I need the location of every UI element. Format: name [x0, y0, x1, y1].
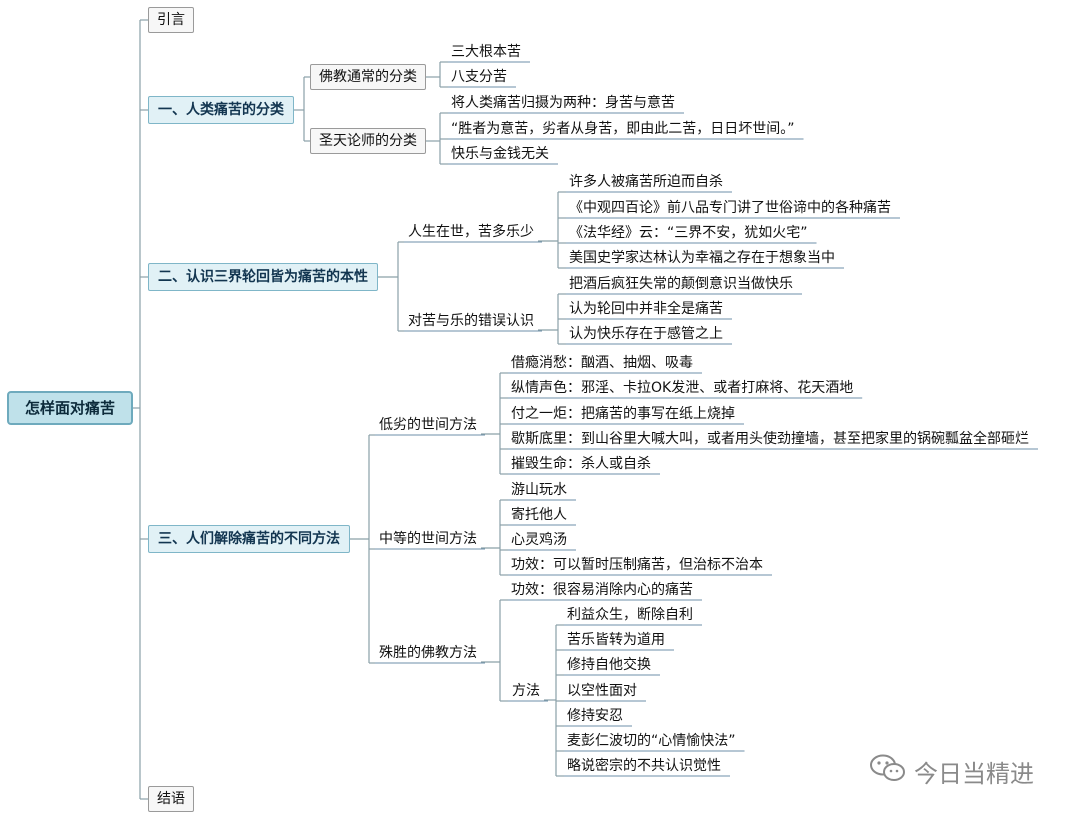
s3-group-2[interactable]: 中等的世间方法	[379, 531, 477, 547]
watermark-text: 今日当精进	[914, 759, 1034, 788]
section-3-node[interactable]: 三、人们解除痛苦的不同方法	[148, 525, 350, 553]
method-item-7: 略说密宗的不共认识觉性	[567, 758, 721, 774]
s3-g3-method-label[interactable]: 方法	[512, 683, 540, 699]
intro-node[interactable]: 引言	[148, 7, 194, 33]
s2-g1-item-3: 《法华经》云：“三界不安，犹如火宅”	[569, 225, 808, 241]
s1-g1-item-2: 八支分苦	[451, 69, 507, 85]
s2-group-2[interactable]: 对苦与乐的错误认识	[408, 313, 534, 329]
method-item-6: 麦彭仁波切的“心情愉快法”	[567, 733, 736, 749]
s3-g1-item-5: 摧毁生命：杀人或自杀	[511, 456, 651, 472]
s1-g2-item-3: 快乐与金钱无关	[451, 146, 549, 162]
s1-group-2[interactable]: 圣天论师的分类	[310, 128, 426, 154]
s1-g2-item-1: 将人类痛苦归摄为两种：身苦与意苦	[451, 95, 675, 111]
watermark: 今日当精进	[868, 753, 1034, 789]
s1-group-1[interactable]: 佛教通常的分类	[310, 64, 426, 90]
method-item-2: 苦乐皆转为道用	[567, 632, 665, 648]
s3-g2-item-3: 心灵鸡汤	[511, 532, 567, 548]
s3-g2-item-2: 寄托他人	[511, 507, 567, 523]
root-node[interactable]: 怎样面对痛苦	[7, 391, 133, 425]
method-item-1: 利益众生，断除自利	[567, 607, 693, 623]
wechat-icon	[868, 753, 908, 789]
s3-g2-item-4: 功效：可以暂时压制痛苦，但治标不治本	[511, 557, 763, 573]
s3-g3-effect: 功效：很容易消除内心的痛苦	[511, 582, 693, 598]
s1-g1-item-1: 三大根本苦	[451, 44, 521, 60]
s3-g1-item-3: 付之一炬：把痛苦的事写在纸上烧掉	[511, 406, 735, 422]
method-item-5: 修持安忍	[567, 708, 623, 724]
s2-g1-item-4: 美国史学家达林认为幸福之存在于想象当中	[569, 250, 835, 266]
s1-g2-item-2: “胜者为意苦，劣者从身苦，即由此二苦，日日坏世间。”	[451, 121, 795, 137]
s3-g2-item-1: 游山玩水	[511, 482, 567, 498]
s3-group-3[interactable]: 殊胜的佛教方法	[379, 645, 477, 661]
conclusion-node[interactable]: 结语	[148, 786, 194, 812]
s2-g1-item-1: 许多人被痛苦所迫而自杀	[569, 174, 723, 190]
method-item-3: 修持自他交换	[567, 657, 651, 673]
s3-g1-item-4: 歇斯底里：到山谷里大喊大叫，或者用头使劲撞墙，甚至把家里的锅碗瓢盆全部砸烂	[511, 431, 1029, 447]
s3-group-1[interactable]: 低劣的世间方法	[379, 417, 477, 433]
s2-g2-item-1: 把酒后疯狂失常的颠倒意识当做快乐	[569, 276, 793, 292]
section-2-node[interactable]: 二、认识三界轮回皆为痛苦的本性	[148, 263, 378, 291]
method-item-4: 以空性面对	[567, 683, 637, 699]
s3-g1-item-1: 借瘾消愁：酗酒、抽烟、吸毒	[511, 355, 693, 371]
section-1-node[interactable]: 一、人类痛苦的分类	[148, 96, 294, 124]
s3-g1-item-2: 纵情声色：邪淫、卡拉OK发泄、或者打麻将、花天酒地	[511, 380, 854, 396]
s2-g2-item-2: 认为轮回中并非全是痛苦	[569, 301, 723, 317]
s2-g2-item-3: 认为快乐存在于感管之上	[569, 326, 723, 342]
s2-group-1[interactable]: 人生在世，苦多乐少	[408, 224, 534, 240]
s2-g1-item-2: 《中观四百论》前八品专门讲了世俗谛中的各种痛苦	[569, 200, 891, 216]
